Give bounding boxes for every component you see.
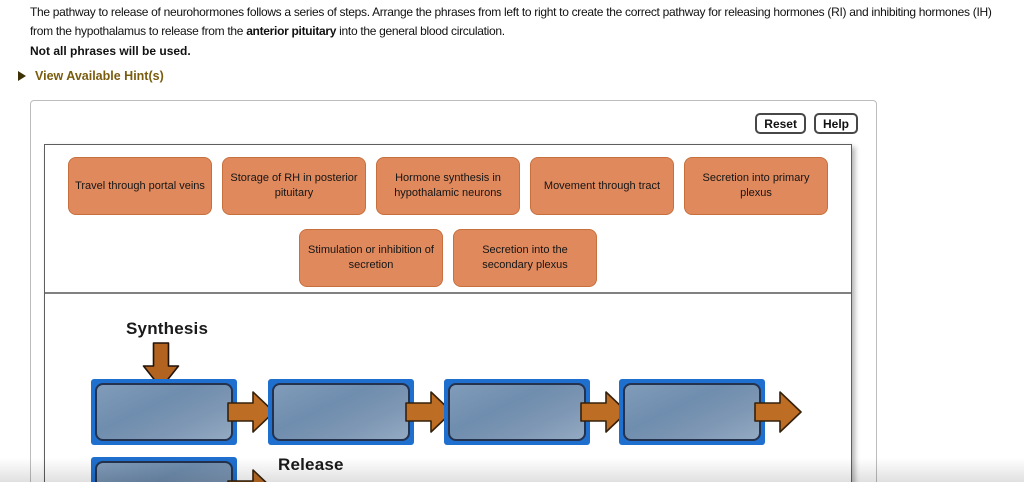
- synthesis-label: Synthesis: [126, 319, 209, 338]
- note-text: Not all phrases will be used.: [30, 44, 191, 58]
- panel-toolbar: Reset Help: [755, 113, 858, 134]
- drop-slot-1-inner: [95, 383, 233, 441]
- phrase-tile-hormone-synthesis[interactable]: Hormone synthesis in hypothalamic neuron…: [376, 157, 520, 215]
- drop-slot-3[interactable]: [444, 379, 590, 445]
- phrase-tile-secretion-primary-plexus[interactable]: Secretion into primary plexus: [684, 157, 828, 215]
- drop-slot-4[interactable]: [619, 379, 765, 445]
- activity-panel: Reset Help Travel through portal veins S…: [30, 100, 877, 482]
- right-arrow-icon: [405, 391, 453, 433]
- phrase-tile-stimulation-inhibition[interactable]: Stimulation or inhibition of secretion: [299, 229, 443, 287]
- phrase-tile-storage-rh-posterior[interactable]: Storage of RH in posterior pituitary: [222, 157, 366, 215]
- drop-slot-2-inner: [272, 383, 410, 441]
- right-arrow-icon: [580, 391, 628, 433]
- phrase-tile-secretion-secondary-plexus[interactable]: Secretion into the secondary plexus: [453, 229, 597, 287]
- right-arrow-icon: [227, 469, 267, 482]
- release-label: Release: [278, 455, 344, 474]
- down-arrow-icon: [142, 342, 180, 389]
- help-button[interactable]: Help: [813, 113, 858, 134]
- question-text-bold: anterior pituitary: [246, 24, 337, 38]
- drop-slot-3-inner: [448, 383, 586, 441]
- triangle-right-icon: [18, 71, 26, 81]
- phrase-tile-movement-through-tract[interactable]: Movement through tract: [530, 157, 674, 215]
- drop-slot-4-inner: [623, 383, 761, 441]
- phrase-tile-travel-portal-veins[interactable]: Travel through portal veins: [68, 157, 212, 215]
- drop-slot-5[interactable]: [91, 457, 237, 482]
- drop-slot-2[interactable]: [268, 379, 414, 445]
- right-arrow-icon: [227, 391, 275, 433]
- question-text: The pathway to release of neurohormones …: [30, 3, 1005, 41]
- right-arrow-icon: [754, 391, 802, 433]
- drop-slot-5-inner: [95, 461, 233, 482]
- word-bank: Travel through portal veins Storage of R…: [45, 145, 851, 294]
- word-bank-row-1: Travel through portal veins Storage of R…: [45, 145, 851, 215]
- view-hints-label: View Available Hint(s): [35, 69, 164, 83]
- question-text-part2: into the general blood circulation.: [336, 24, 505, 38]
- view-hints-toggle[interactable]: View Available Hint(s): [18, 69, 164, 83]
- drag-drop-area: Travel through portal veins Storage of R…: [44, 144, 852, 482]
- question-text-part1: The pathway to release of neurohormones …: [30, 5, 992, 38]
- word-bank-row-2: Stimulation or inhibition of secretion S…: [45, 215, 851, 287]
- reset-button[interactable]: Reset: [755, 113, 806, 134]
- pathway-diagram: Synthesis Release: [45, 294, 851, 482]
- drop-slot-1[interactable]: [91, 379, 237, 445]
